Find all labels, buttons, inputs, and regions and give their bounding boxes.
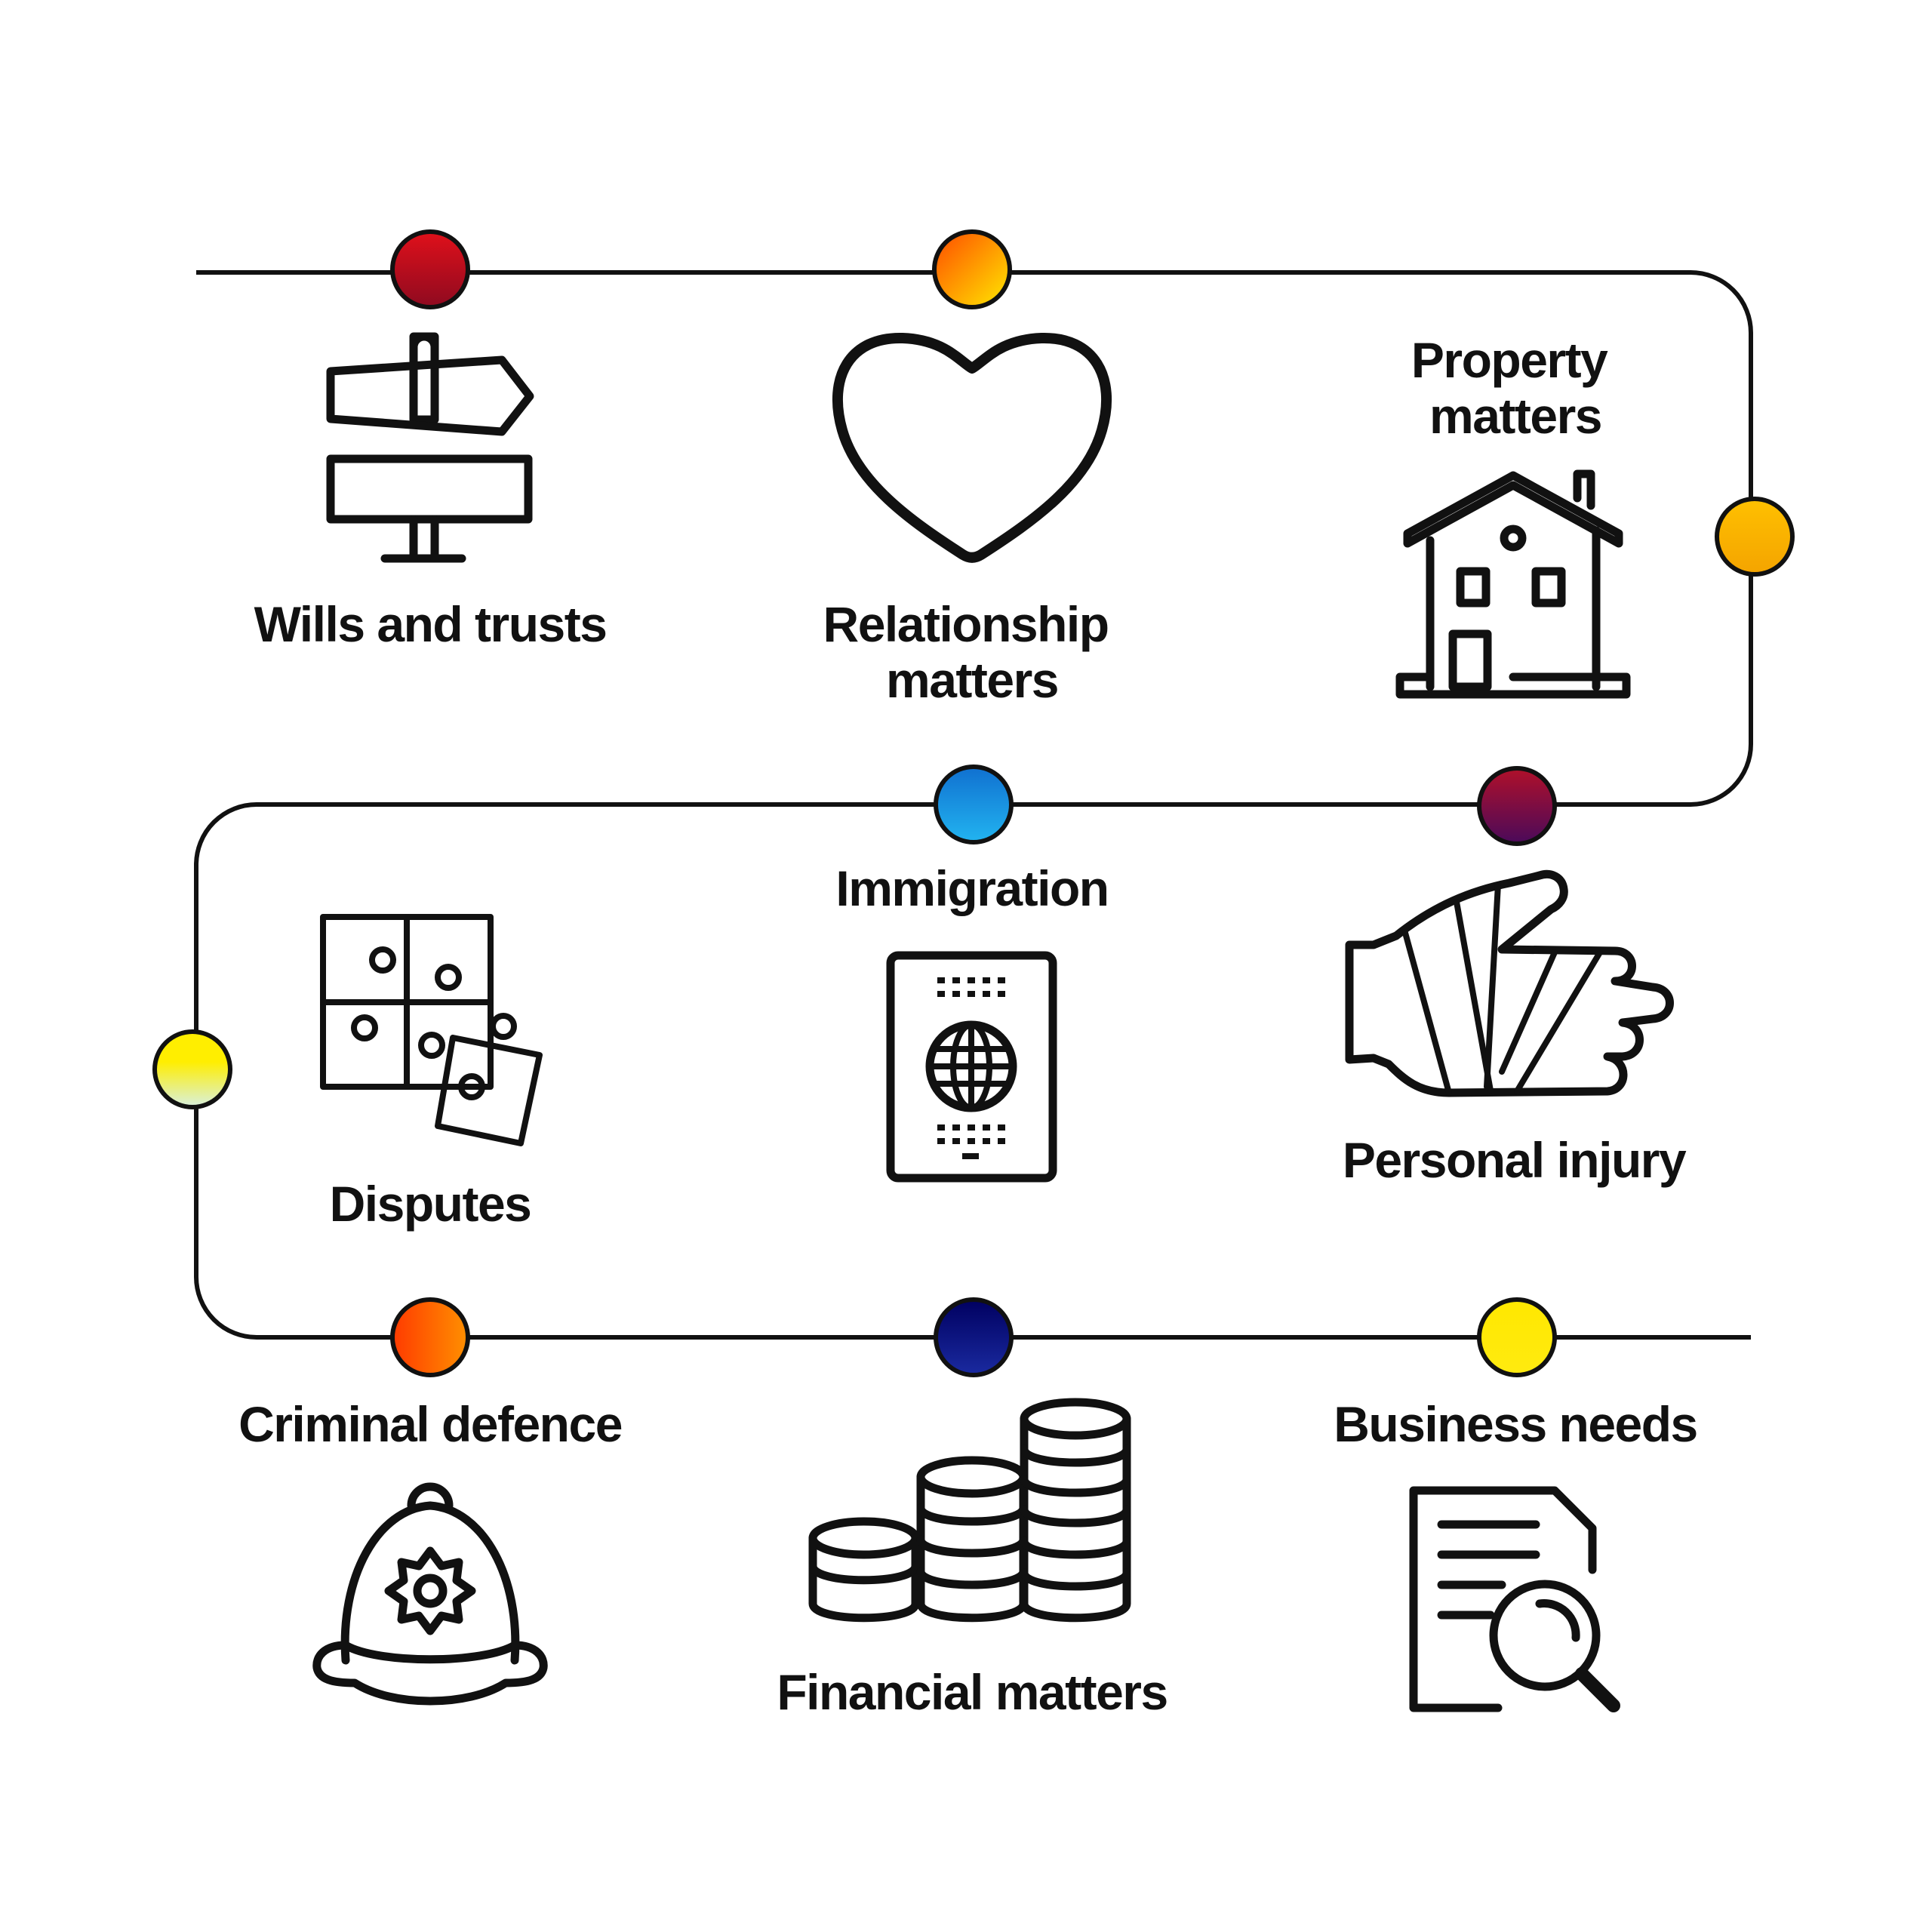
personal-injury-node bbox=[1477, 766, 1557, 846]
relationship-label: Relationship matters bbox=[823, 596, 1121, 708]
financial-label: Financial matters bbox=[777, 1664, 1167, 1720]
criminal-label: Criminal defence bbox=[238, 1396, 622, 1452]
wills-node bbox=[390, 229, 470, 309]
business-node bbox=[1477, 1297, 1557, 1377]
passport-icon bbox=[886, 951, 1057, 1183]
property-node bbox=[1715, 497, 1795, 577]
coin-stacks-icon bbox=[808, 1398, 1131, 1623]
relationship-node bbox=[932, 229, 1012, 309]
disputes-node bbox=[152, 1029, 232, 1109]
signpost-icon bbox=[326, 332, 534, 563]
house-icon bbox=[1395, 469, 1631, 699]
financial-node bbox=[934, 1297, 1014, 1377]
police-helmet-icon bbox=[312, 1482, 548, 1706]
immigration-label: Immigration bbox=[835, 860, 1108, 916]
criminal-node bbox=[390, 1297, 470, 1377]
document-search-icon bbox=[1409, 1486, 1620, 1712]
disputes-label: Disputes bbox=[330, 1176, 531, 1232]
wills-label: Wills and trusts bbox=[254, 596, 607, 652]
bandaged-hand-icon bbox=[1345, 869, 1674, 1097]
puzzle-icon bbox=[320, 914, 543, 1146]
heart-icon bbox=[832, 332, 1112, 563]
immigration-node bbox=[934, 764, 1014, 844]
property-label: Property matters bbox=[1411, 332, 1620, 444]
business-label: Business needs bbox=[1334, 1396, 1697, 1452]
personal-injury-label: Personal injury bbox=[1343, 1132, 1687, 1188]
